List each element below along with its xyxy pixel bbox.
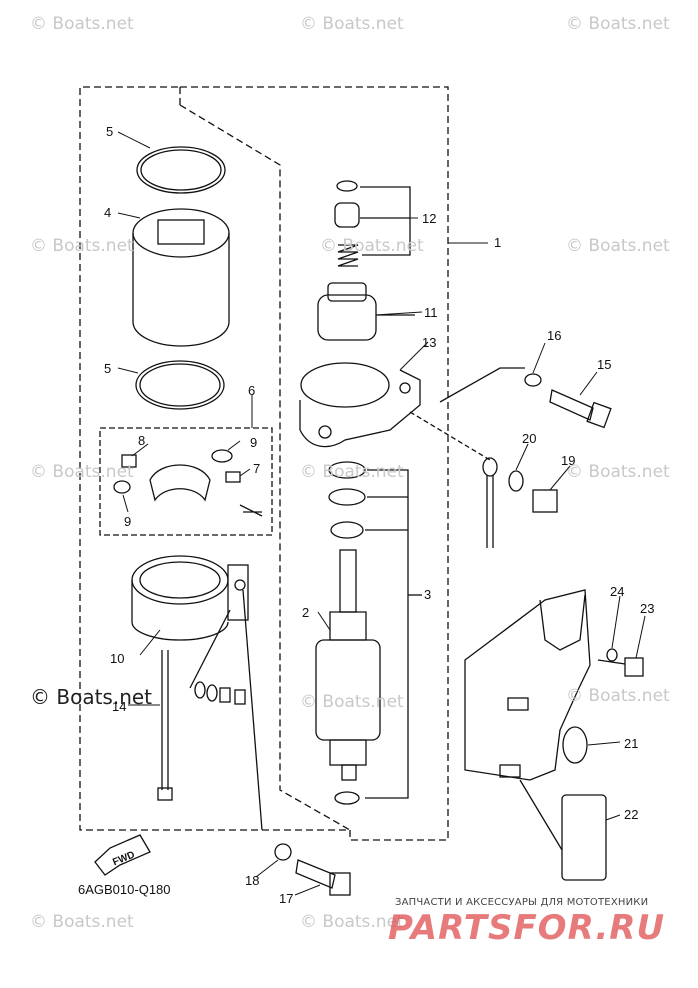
watermark: © Boats.net [320, 236, 424, 256]
callout-1: 1 [494, 235, 502, 250]
callout-5: 5 [104, 361, 112, 376]
callout-14: 14 [112, 699, 127, 714]
fwd-arrow [94, 834, 151, 876]
cover-panel [519, 779, 607, 881]
bolt-17 [242, 589, 351, 896]
ground-wire [482, 457, 558, 548]
callout-24: 24 [610, 584, 625, 599]
nut-set [189, 609, 246, 705]
callout-3: 3 [424, 587, 432, 602]
watermark: © Boats.net [566, 14, 670, 34]
shop-logo: PARTSFOR.RU [388, 908, 666, 948]
watermark: © Boats.net [566, 462, 670, 482]
watermark: © Boats.net [30, 14, 134, 34]
callout-4: 4 [104, 205, 112, 220]
washer-set [328, 461, 422, 799]
callout-16: 16 [547, 328, 562, 343]
watermark: © Boats.net [300, 912, 404, 932]
o-ring-bottom [135, 360, 225, 410]
callout-18: 18 [245, 873, 260, 888]
brush-holder [113, 449, 263, 517]
assembly-boundary-inner [179, 104, 351, 831]
callout-17: 17 [279, 891, 294, 906]
front-bracket [131, 555, 249, 641]
callout-20: 20 [522, 431, 537, 446]
mounting-bracket [299, 362, 525, 461]
callout-7: 7 [253, 461, 261, 476]
leader-lines [117, 131, 646, 896]
callout-19: 19 [561, 453, 576, 468]
callout-6: 6 [248, 383, 256, 398]
callout-10: 10 [110, 651, 125, 666]
watermark: © Boats.net [566, 686, 670, 706]
callout-2: 2 [302, 605, 310, 620]
diagram-code: 6AGB010-Q180 [78, 882, 171, 897]
brush-holder-box [99, 427, 273, 536]
watermark-strong: © Boats.net [30, 685, 153, 709]
callout-8: 8 [138, 433, 146, 448]
callout-12: 12 [422, 211, 437, 226]
callout-21: 21 [624, 736, 639, 751]
o-ring-top [136, 146, 226, 194]
bolt-23 [597, 648, 644, 677]
callout-22: 22 [624, 807, 639, 822]
callout-23: 23 [640, 601, 655, 616]
bolt-15 [524, 373, 612, 429]
watermark: © Boats.net [30, 462, 134, 482]
callout-9: 9 [124, 514, 132, 529]
armature [315, 549, 381, 805]
callout-11: 11 [424, 305, 438, 320]
callout-13: 13 [422, 335, 437, 350]
watermark: © Boats.net [30, 912, 134, 932]
assembly-boundary [79, 86, 449, 841]
shop-tagline: ЗАПЧАСТИ И АКСЕССУАРЫ ДЛЯ МОТОТЕХНИКИ [395, 897, 649, 908]
watermark: © Boats.net [300, 462, 404, 482]
pinion [317, 282, 415, 341]
callout-5: 5 [106, 124, 114, 139]
watermark: © Boats.net [300, 692, 404, 712]
fwd-label: FWD [111, 850, 136, 869]
watermark: © Boats.net [300, 14, 404, 34]
yoke [132, 208, 230, 347]
through-bolt [157, 650, 173, 801]
watermark: © Boats.net [566, 236, 670, 256]
callout-9: 9 [250, 435, 258, 450]
starter-cover [464, 589, 591, 781]
pinion-stop-set [334, 180, 411, 267]
watermark: © Boats.net [30, 236, 134, 256]
callout-15: 15 [597, 357, 612, 372]
